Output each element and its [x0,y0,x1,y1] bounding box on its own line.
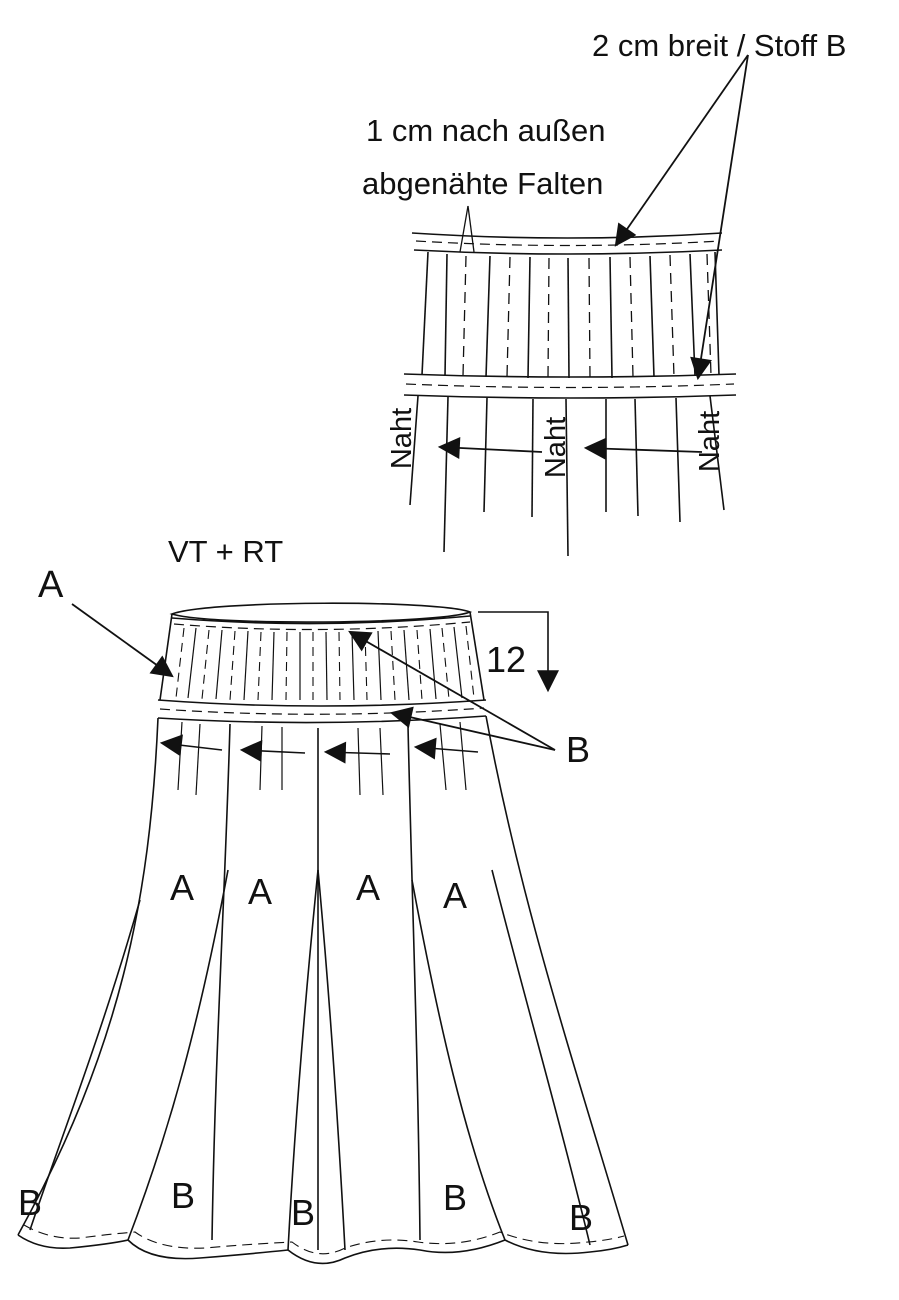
panel-label-a: A [170,867,195,908]
godet-label-b: B [171,1175,196,1216]
panel-label-a: A [356,867,381,908]
godet-label-b: B [291,1192,316,1233]
godet-label-b: B [18,1182,43,1223]
seam-label-1: Naht [386,407,419,470]
panel-label-a: A [443,875,468,916]
main-skirt [17,602,629,1265]
panel-label-a: A [248,871,273,912]
detail-yoke [403,54,749,557]
seam-label-2: Naht [540,416,573,479]
label-width-fabric-b: 2 cm breit / Stoff B [592,28,847,63]
label-a-yoke: A [38,564,64,606]
seam-label-3: Naht [694,410,727,473]
label-b-bands: B [566,729,591,770]
measure-12: 12 [486,639,527,680]
godet-label-b: B [569,1197,594,1238]
label-folds-line2: abgenähte Falten [362,166,604,201]
godet-label-b: B [443,1177,468,1218]
main-view-title: VT + RT [168,534,284,569]
label-folds-line1: 1 cm nach außen [366,113,606,148]
